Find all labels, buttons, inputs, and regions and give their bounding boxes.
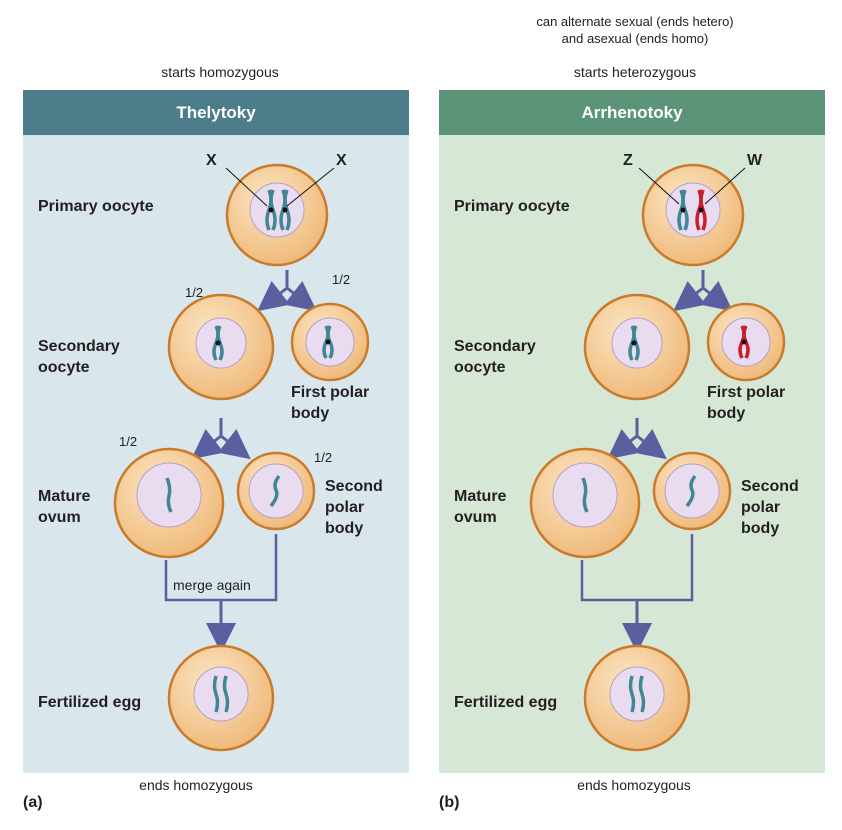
mature-ovum-cell: [529, 447, 641, 559]
first-polar-body-label: First polar body: [707, 384, 786, 422]
panel-a-letter: (a): [23, 794, 43, 811]
primary-oocyte-label: Primary oocyte: [454, 198, 570, 215]
thelytoky-title: Thelytoky: [23, 90, 409, 135]
split-arrow-2: [607, 418, 667, 460]
merge-again-label: merge again: [173, 577, 251, 593]
chromosome-w-label: W: [747, 152, 763, 169]
first-polar-body-cell: [290, 302, 370, 382]
arrhenotoky-panel: Arrhenotoky: [439, 90, 825, 773]
chromosome-x-left-label: X: [206, 152, 217, 169]
chromosome-z-label: Z: [623, 152, 633, 169]
secondary-oocyte-cell: [583, 293, 691, 401]
right-start-note: starts heterozygous: [573, 64, 697, 80]
arrhenotoky-title: Arrhenotoky: [439, 90, 825, 135]
secondary-oocyte-label: Secondary oocyte: [454, 338, 536, 376]
chromosome-x-right-label: X: [336, 152, 347, 169]
prob-ovum-label: 1/2: [119, 434, 138, 449]
mature-ovum-cell: [113, 447, 225, 559]
thelytoky-panel: Thelytoky: [23, 90, 409, 773]
panel-b-end-note: ends homozygous: [577, 777, 691, 793]
prob-second-polar-label: 1/2: [314, 450, 333, 465]
left-start-note: starts homozygous: [161, 64, 279, 80]
fertilized-egg-label: Fertilized egg: [454, 694, 558, 711]
second-polar-body-label: Second polar body: [741, 478, 799, 537]
merge-bracket: [164, 534, 278, 653]
split-arrow-1: [257, 270, 317, 312]
arrhenotoky-diagram: [529, 163, 786, 752]
secondary-oocyte-label: Secondary oocyte: [38, 338, 120, 376]
split-arrow-1: [673, 270, 733, 312]
first-polar-body-cell: [706, 302, 786, 382]
primary-oocyte-cell: [638, 163, 746, 267]
fertilized-egg-cell: [167, 644, 275, 752]
split-arrow-2: [191, 418, 251, 460]
thelytoky-diagram: [113, 163, 370, 752]
panel-a-end-note: ends homozygous: [139, 777, 253, 793]
merge-bracket: [580, 534, 694, 653]
fertilized-egg-label: Fertilized egg: [38, 694, 142, 711]
secondary-oocyte-cell: [167, 293, 275, 401]
first-polar-body-label: First polar body: [291, 384, 370, 422]
fertilized-egg-cell: [583, 644, 691, 752]
second-polar-body-label: Second polar body: [325, 478, 383, 537]
alternate-note-line2: and asexual (ends homo): [561, 31, 709, 46]
primary-oocyte-cell: [225, 163, 335, 267]
second-polar-body-cell: [236, 451, 316, 531]
second-polar-body-cell: [652, 451, 732, 531]
panel-b-letter: (b): [439, 794, 460, 811]
alternate-note-line1: can alternate sexual (ends hetero): [536, 14, 734, 29]
mature-ovum-label: Mature ovum: [454, 488, 507, 526]
primary-oocyte-label: Primary oocyte: [38, 198, 154, 215]
prob-secondary-label: 1/2: [185, 285, 204, 300]
mature-ovum-label: Mature ovum: [38, 488, 91, 526]
prob-first-polar-label: 1/2: [332, 272, 351, 287]
